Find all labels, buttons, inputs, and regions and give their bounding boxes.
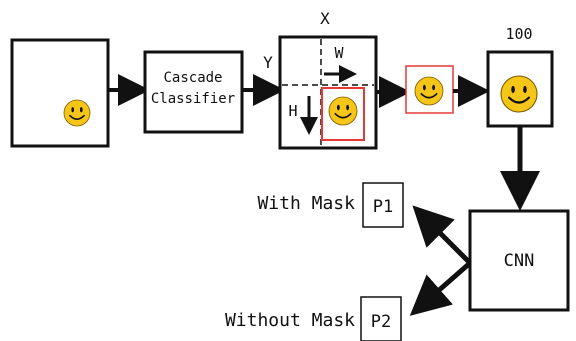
classifier-label-line2: Classifier	[151, 91, 235, 107]
axis-w-label: W	[334, 44, 344, 62]
without-mask-label: Without Mask	[225, 310, 355, 331]
p2-label: P2	[371, 312, 391, 332]
cnn-box	[468, 209, 570, 312]
p1-label: P1	[373, 197, 393, 217]
p2-box	[360, 296, 402, 341]
arrow-cnn-to-p2	[409, 261, 472, 316]
cnn-label: CNN	[504, 251, 535, 271]
axis-h-label: H	[288, 102, 297, 120]
arrow-cnn-to-p1	[412, 205, 472, 265]
input-image-frame	[10, 38, 110, 148]
cropped-face-icon	[415, 77, 443, 105]
axis-y-label: Y	[263, 53, 273, 72]
with-mask-label: With Mask	[257, 193, 355, 214]
resize-size-label: 100	[505, 25, 532, 43]
detected-face-icon	[329, 97, 357, 125]
p1-box	[362, 182, 404, 228]
resized-face-icon	[501, 76, 537, 112]
axis-x-label: X	[320, 9, 330, 28]
face-bounding-box	[321, 87, 365, 141]
detection-frame	[278, 35, 378, 150]
input-face-icon	[64, 100, 90, 126]
classifier-label-line1: Cascade	[163, 70, 222, 86]
